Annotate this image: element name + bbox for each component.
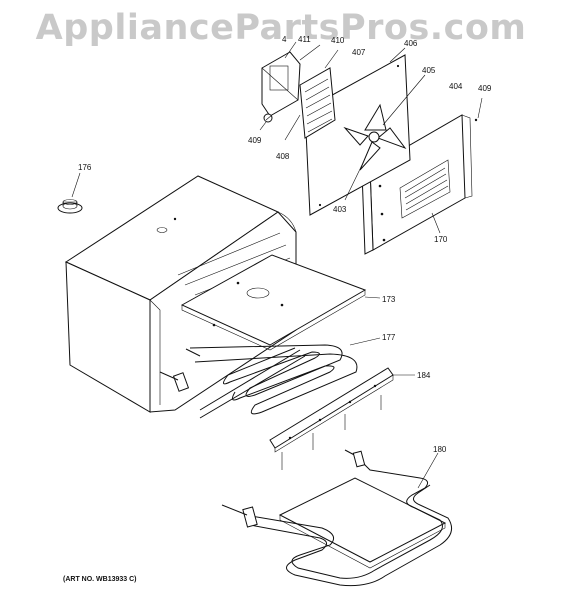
part-176-vent-grommet: [57, 172, 83, 214]
watermark: AppliancePartsPros.com: [35, 8, 527, 48]
callout-411: 411: [298, 35, 311, 44]
callout-170: 170: [434, 235, 448, 244]
part-405-convection-fan: [343, 74, 426, 201]
part-180-broil-element: [221, 449, 453, 587]
motor-assembly: [261, 41, 339, 141]
callout-184: 184: [417, 371, 431, 380]
callout-405: 405: [422, 66, 436, 75]
callout-410: 410: [331, 36, 345, 45]
part-177-bake-element: [159, 337, 381, 419]
callout-404: 404: [449, 82, 463, 91]
callout-180: 180: [433, 445, 447, 454]
part-184-support-bracket: [269, 367, 415, 470]
callout-406: 406: [404, 39, 418, 48]
callout-409-right: 409: [478, 84, 492, 93]
callout-173: 173: [382, 295, 396, 304]
callout-407: 407: [352, 48, 366, 57]
callout-177: 177: [382, 333, 396, 342]
part-170-rear-housing: [361, 114, 473, 255]
callout-403: 403: [333, 205, 347, 214]
part-409-fasteners: [259, 97, 483, 131]
callout-4: 4: [282, 35, 287, 44]
art-number: (ART NO. WB13933 C): [63, 576, 137, 583]
callout-176: 176: [78, 163, 92, 172]
callout-408: 408: [276, 152, 290, 161]
callout-409-left: 409: [248, 136, 262, 145]
part-173-baffle-plate: [180, 254, 381, 351]
